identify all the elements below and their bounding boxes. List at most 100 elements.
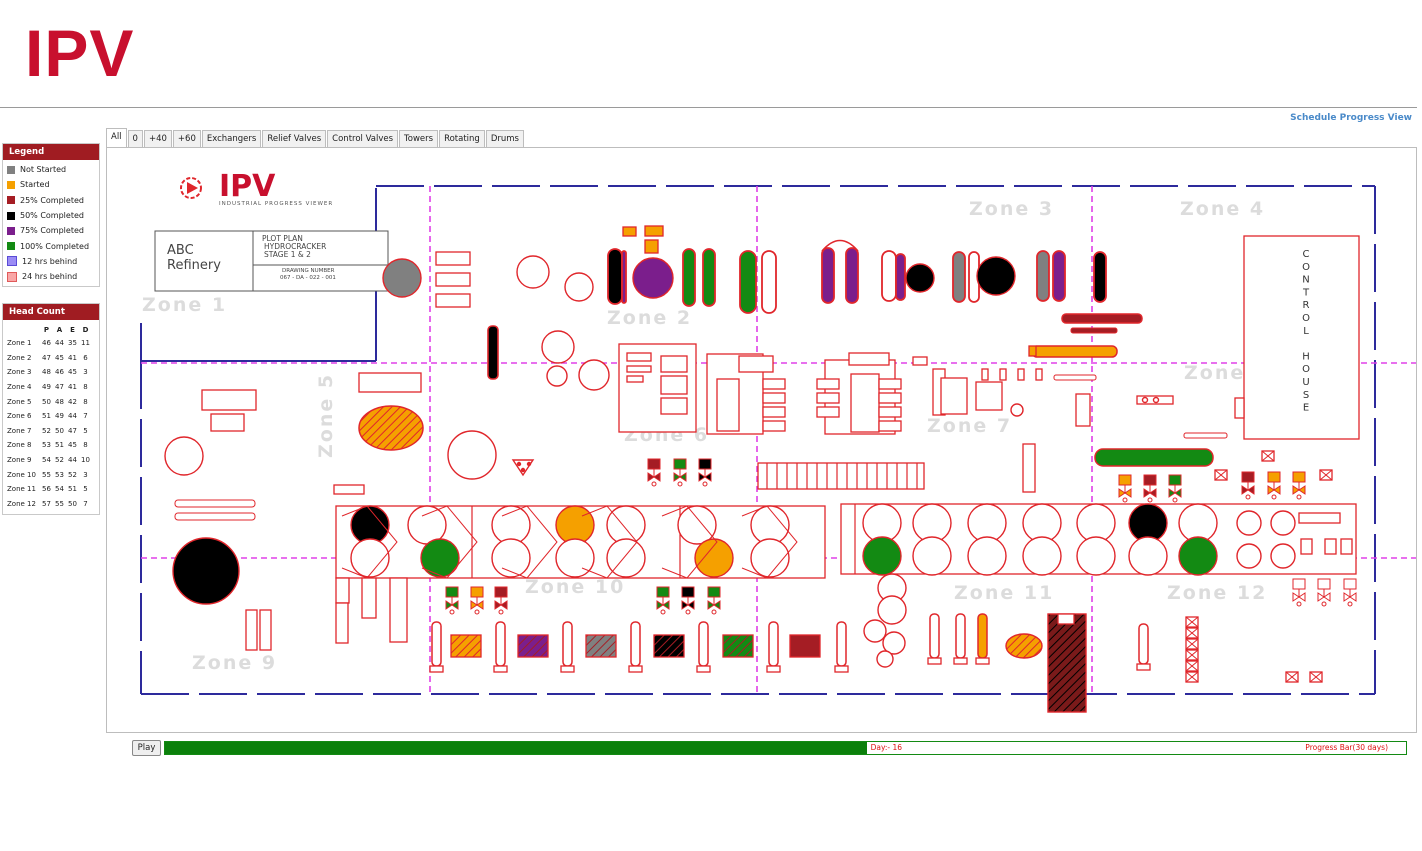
zone-label: Zone 9 (192, 652, 277, 674)
reactor-hatched (1047, 613, 1087, 713)
headcount-value: 7 (83, 412, 88, 421)
zone-label: Zone 3 (969, 198, 1054, 220)
zone-label: Zone 1 (142, 294, 227, 316)
x-box-cross (1185, 627, 1199, 639)
equipment (848, 352, 890, 366)
equipment (259, 609, 272, 651)
tab-0[interactable]: 0 (127, 130, 143, 148)
tab-drums[interactable]: Drums (485, 130, 524, 148)
vessel (447, 430, 497, 480)
valve-nozzle (1122, 497, 1128, 503)
valve-nozzle (1347, 601, 1353, 607)
equipment (975, 381, 1003, 411)
box-hatched-started (450, 634, 482, 658)
play-button[interactable]: Play (132, 740, 161, 756)
vessel (541, 330, 575, 364)
valve-body (707, 600, 721, 610)
nozzle (1028, 345, 1037, 357)
horizontal-vessel (1061, 313, 1143, 324)
tab-towers[interactable]: Towers (399, 130, 439, 148)
drum-base (975, 657, 990, 665)
instrument (999, 368, 1007, 381)
vertical-drum (698, 621, 709, 667)
x-box-cross (1185, 616, 1199, 628)
equipment (1324, 538, 1337, 555)
air-cooler-fan (967, 536, 1007, 576)
exchanger (762, 392, 786, 404)
tower (702, 248, 716, 307)
drum-base (628, 665, 643, 673)
legend-item: Not Started (3, 162, 99, 177)
vertical-drum (431, 621, 442, 667)
equipment (738, 355, 774, 373)
air-cooler-fan (350, 538, 390, 578)
control-house-letter: E (1303, 403, 1309, 414)
plan-title-line: PLOT PLAN (262, 234, 303, 243)
vessel (882, 631, 906, 655)
exchanger (762, 420, 786, 432)
headcount-value: 6 (83, 353, 88, 362)
valve-body (1241, 485, 1255, 495)
air-cooler-fan (1128, 503, 1168, 543)
control-valve (707, 586, 721, 598)
exchanger (435, 293, 471, 308)
progress-bar: Day:- 16 Progress Bar(30 days) (164, 741, 1407, 755)
instrument-box (644, 225, 664, 237)
tab-relief-valves[interactable]: Relief Valves (262, 130, 327, 148)
equipment (940, 377, 968, 415)
legend-item: 50% Completed (3, 208, 99, 223)
equipment (850, 373, 880, 433)
headcount-value: 5 (83, 485, 88, 494)
tower (821, 247, 835, 304)
headcount-value: 51 (68, 485, 77, 494)
control-valve (470, 586, 484, 598)
air-cooler-fan (606, 538, 646, 578)
valve-nozzle (474, 609, 480, 615)
headcount-value: 52 (55, 456, 64, 465)
nozzle (516, 461, 522, 467)
tab-60[interactable]: +60 (172, 130, 201, 148)
headcount-zone: Zone 10 (7, 470, 36, 479)
air-cooler-fan (1128, 536, 1168, 576)
tab-control-valves[interactable]: Control Valves (327, 130, 399, 148)
equipment (201, 389, 257, 411)
legend-swatch (7, 242, 15, 251)
air-cooler-fan (1236, 510, 1262, 536)
tab-rotating[interactable]: Rotating (439, 130, 485, 148)
equipment (660, 397, 688, 415)
headcount-value: 5 (83, 426, 88, 435)
vessel (1010, 403, 1024, 417)
exchanger (878, 420, 902, 432)
plan-title-line: STAGE 1 & 2 (264, 250, 311, 259)
headcount-zone: Zone 4 (7, 383, 32, 392)
headcount-zone: Zone 6 (7, 412, 32, 421)
instrument (912, 356, 928, 366)
tower (1052, 250, 1066, 302)
valve-nozzle (685, 609, 691, 615)
air-cooler-fan (1022, 503, 1062, 543)
tab-40[interactable]: +40 (143, 130, 172, 148)
box-hatched-100 (722, 634, 754, 658)
x-box-cross (1285, 671, 1299, 683)
headcount-value: 41 (68, 383, 77, 392)
headcount-value: 47 (68, 426, 77, 435)
tab-all[interactable]: All (106, 128, 127, 148)
box-hatched-50 (653, 634, 685, 658)
headcount-value: 45 (68, 368, 77, 377)
tower (682, 248, 696, 307)
vessel (546, 365, 568, 387)
schedule-progress-view-link[interactable]: Schedule Progress View (1290, 113, 1412, 123)
instrument (1035, 368, 1043, 381)
legend-label: Not Started (20, 165, 67, 175)
control-house-letter: U (1302, 377, 1309, 388)
air-cooler-fan (1022, 536, 1062, 576)
x-box-cross (1185, 638, 1199, 650)
exchanger (435, 251, 471, 266)
air-cooler-lattice (341, 505, 398, 579)
drum-50-completed (905, 263, 935, 293)
equipment (1075, 393, 1091, 427)
tab-exchangers[interactable]: Exchangers (201, 130, 262, 148)
